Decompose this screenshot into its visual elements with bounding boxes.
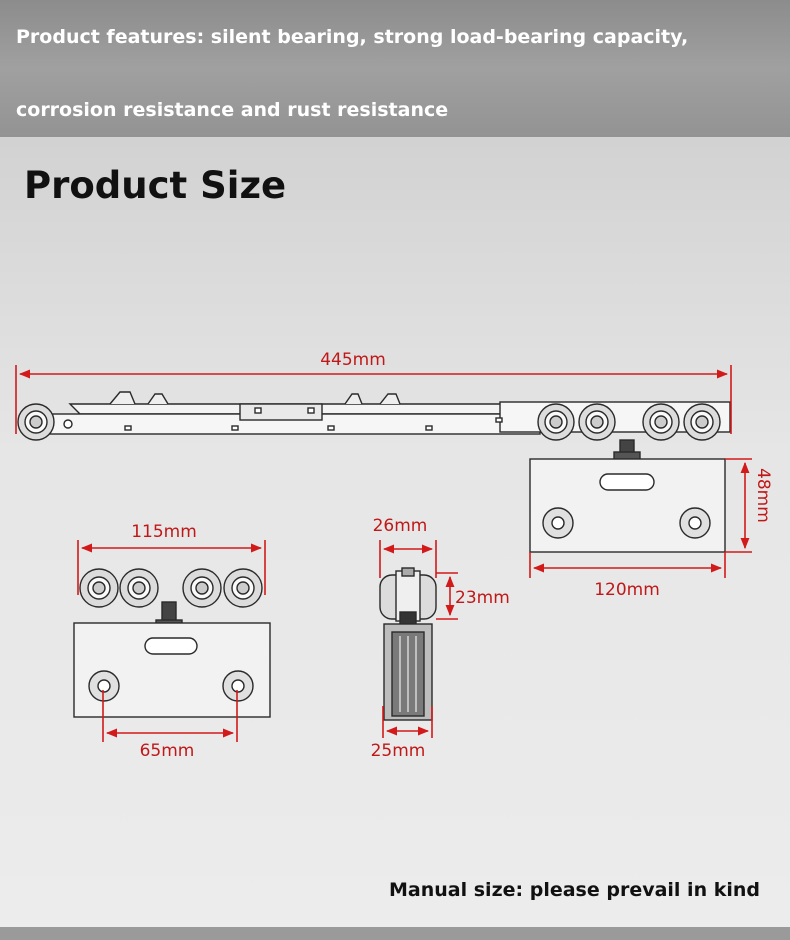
rail-wheel	[683, 403, 721, 441]
mount-hole	[679, 507, 711, 539]
dim-label-wheel-height: 23mm	[455, 588, 510, 608]
carriage-wheel	[223, 568, 263, 608]
feature-text-line2: corrosion resistance and rust resistance	[16, 99, 449, 121]
carriage-side-view	[379, 567, 437, 721]
dimension-lines	[15, 365, 752, 742]
mount-hole	[542, 507, 574, 539]
mount-hole	[222, 670, 254, 702]
carriage-wheel	[182, 568, 222, 608]
size-disclaimer: Manual size: please prevail in kind	[389, 879, 760, 901]
dim-label-total-length: 445mm	[320, 350, 386, 370]
rail-wheel	[537, 403, 575, 441]
rail-wheel	[578, 403, 616, 441]
rail-wheel	[642, 403, 680, 441]
feature-text-line1: Product features: silent bearing, strong…	[16, 26, 689, 48]
rail-wheel	[17, 403, 55, 441]
feature-banner: Product features: silent bearing, strong…	[0, 0, 790, 137]
dim-label-plate-height: 48mm	[753, 468, 773, 523]
carriage-wheel	[79, 568, 119, 608]
carriage-wheel	[119, 568, 159, 608]
dim-label-width-bottom: 25mm	[371, 741, 426, 761]
footer-bar	[0, 927, 790, 940]
dim-label-wheel-span: 115mm	[131, 522, 197, 542]
dim-label-plate-width: 120mm	[594, 580, 660, 600]
page-title: Product Size	[24, 164, 287, 207]
dim-label-hole-spacing: 65mm	[140, 741, 195, 761]
dim-label-width-top: 26mm	[373, 516, 428, 536]
mount-hole	[88, 670, 120, 702]
rail-assembly	[17, 391, 731, 553]
